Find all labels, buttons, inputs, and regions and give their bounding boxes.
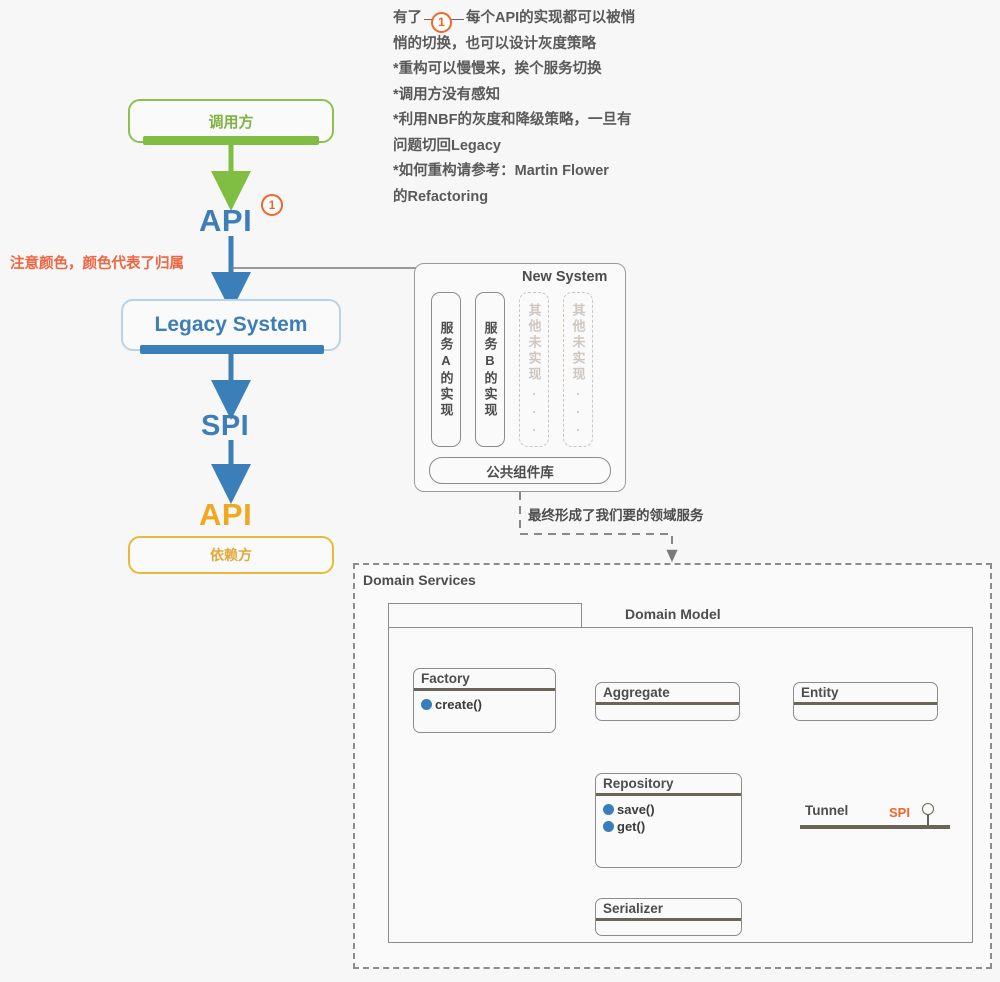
service-box-unimplemented-1: 其他未实现... [519, 292, 549, 447]
uml-separator [414, 688, 555, 691]
uml-separator [596, 793, 741, 796]
tunnel-label: Tunnel [805, 803, 849, 818]
note-line-7: *如何重构请参考：Martin Flower [393, 163, 609, 179]
uml-operation-label: get() [617, 819, 646, 834]
uml-class-entity[interactable]: Entity [793, 682, 938, 721]
uml-class-repository-name: Repository [603, 776, 674, 791]
note-line-2: 悄的切换，也可以设计灰度策略 [393, 35, 596, 52]
caller-box-bar [143, 136, 319, 145]
uml-separator [794, 702, 937, 705]
legacy-system-bar [140, 345, 324, 354]
service-box-a[interactable]: 服务A的实现 [431, 292, 461, 447]
service-box-unimplemented-2: 其他未实现... [563, 292, 593, 447]
public-member-icon [421, 699, 432, 710]
public-member-icon [603, 804, 614, 815]
uml-class-aggregate[interactable]: Aggregate [595, 682, 740, 721]
legacy-system-label: Legacy System [154, 313, 308, 336]
api-top-label: API [199, 203, 253, 238]
uml-class-entity-name: Entity [801, 685, 839, 700]
uml-class-factory-name: Factory [421, 671, 470, 686]
uml-class-entity-operations [794, 705, 937, 713]
spi-label: SPI [201, 410, 250, 442]
note-line-5: *利用NBF的灰度和降级策略，一旦有 [393, 112, 632, 128]
uml-separator [596, 918, 741, 921]
uml-class-factory[interactable]: Factory create() [413, 668, 556, 733]
provided-interface-icon [922, 803, 934, 815]
uml-operation-label: save() [617, 802, 655, 817]
legacy-system-box[interactable]: Legacy System [121, 299, 341, 351]
note-line-3: *重构可以慢慢来，挨个服务切换 [393, 61, 602, 77]
tunnel-interface-line [800, 825, 950, 829]
uml-class-repository-operations: save() get() [596, 796, 741, 840]
caller-box-label: 调用方 [208, 113, 254, 131]
note-line-8: 的Refactoring [393, 188, 489, 205]
note-line-6: 问题切回Legacy [393, 137, 501, 154]
uml-operation: save() [603, 802, 741, 817]
domain-model-package-tab [388, 603, 582, 627]
dependent-box[interactable]: 依赖方 [128, 536, 334, 574]
uml-class-serializer-name: Serializer [603, 901, 664, 916]
uml-class-repository[interactable]: Repository save() get() [595, 773, 742, 868]
uml-operation-label: create() [435, 697, 482, 712]
note-line-1-prefix: 有了 [393, 10, 422, 26]
new-system-title: New System [522, 269, 608, 285]
domain-services-title: Domain Services [363, 572, 476, 588]
tunnel-spi-label: SPI [889, 805, 910, 820]
domain-service-outflow-note: 最终形成了我们要的领域服务 [528, 508, 704, 523]
color-meaning-note: 注意颜色，颜色代表了归属 [10, 256, 184, 272]
public-member-icon [603, 821, 614, 832]
api-bottom-label: API [199, 497, 253, 532]
note-line-4: *调用方没有感知 [393, 86, 501, 103]
uml-separator [596, 702, 739, 705]
uml-operation: create() [421, 697, 555, 712]
badge-one-marker: 1 [261, 194, 283, 216]
tunnel-lollipop-stem [927, 814, 929, 825]
uml-class-aggregate-operations [596, 705, 739, 713]
uml-class-factory-operations: create() [414, 691, 555, 718]
arrow-new-system-to-domain-services [519, 492, 678, 563]
uml-class-serializer[interactable]: Serializer [595, 898, 742, 936]
domain-model-title: Domain Model [625, 606, 721, 622]
dependent-box-label: 依赖方 [210, 547, 252, 563]
uml-class-aggregate-name: Aggregate [603, 685, 670, 700]
service-box-b[interactable]: 服务B的实现 [475, 292, 505, 447]
note-line-1-suffix: 每个API的实现都可以被悄 [466, 10, 636, 26]
note-badge-one: 1 [431, 12, 452, 33]
common-library-box[interactable]: 公共组件库 [429, 457, 611, 484]
annotation-note-block: 有了 每个API的实现都可以被悄 悄的切换，也可以设计灰度策略 *重构可以慢慢来，… [393, 6, 693, 210]
note-line-1: 有了 每个API的实现都可以被悄 [393, 6, 693, 32]
uml-operation: get() [603, 819, 741, 834]
